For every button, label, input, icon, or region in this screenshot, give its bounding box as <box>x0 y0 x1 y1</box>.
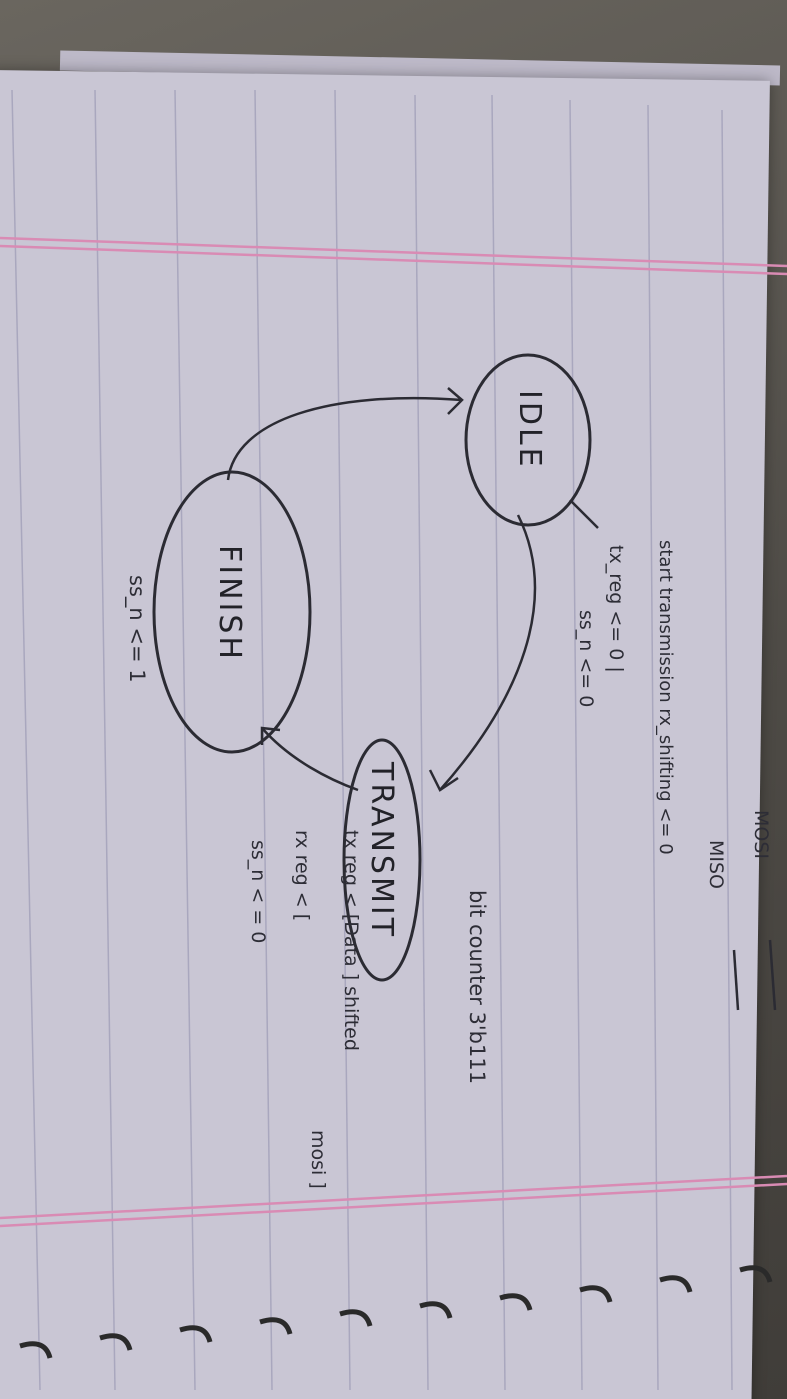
transmit-state-label: TRANSMIT <box>364 761 399 939</box>
mosi-note: MOSI <box>750 810 772 859</box>
spiral-binding <box>19 1265 773 1359</box>
pen-strokes <box>732 939 777 1011</box>
rx-reg-shift-note: rx reg < [ <box>291 830 313 921</box>
pointer-line-idle-note <box>569 499 599 529</box>
transmit-state-bubble <box>342 738 422 982</box>
ss-n-low-note: ss_n <= 0 <box>575 610 597 707</box>
idle-state-bubble <box>464 353 592 527</box>
arrow-transmit-to-finish <box>261 727 359 792</box>
ss-n-transmit-note: ss_n < = 0 <box>247 840 269 943</box>
arrow-idle-to-transmit <box>439 514 537 791</box>
tx-reg-shift-note: tx reg < [Data ] shifted <box>340 830 362 1051</box>
start-transmission-note: start transmission rx_shifting <= 0 <box>655 540 676 855</box>
idle-state-label: IDLE <box>512 390 547 470</box>
ss-n-finish-note: ss_n <= 1 <box>124 575 149 683</box>
miso-note: MISO <box>705 840 727 889</box>
arrowhead-finish-to-idle <box>447 387 464 415</box>
bit-counter-note: bit counter 3'b111 <box>465 890 489 1084</box>
rule-lines <box>11 89 733 1391</box>
arrowhead-transmit-to-finish <box>260 726 281 745</box>
margin-lines <box>0 236 787 1228</box>
tx-reg-reset-note: tx_reg <= 0 | <box>605 545 627 673</box>
finish-state-label: FINISH <box>212 545 247 662</box>
rx-reg-mosi-note: mosi ] <box>307 1130 329 1189</box>
arrowhead-idle-to-transmit <box>428 769 459 792</box>
finish-state-bubble <box>152 470 312 754</box>
arrow-finish-to-idle <box>226 396 463 481</box>
